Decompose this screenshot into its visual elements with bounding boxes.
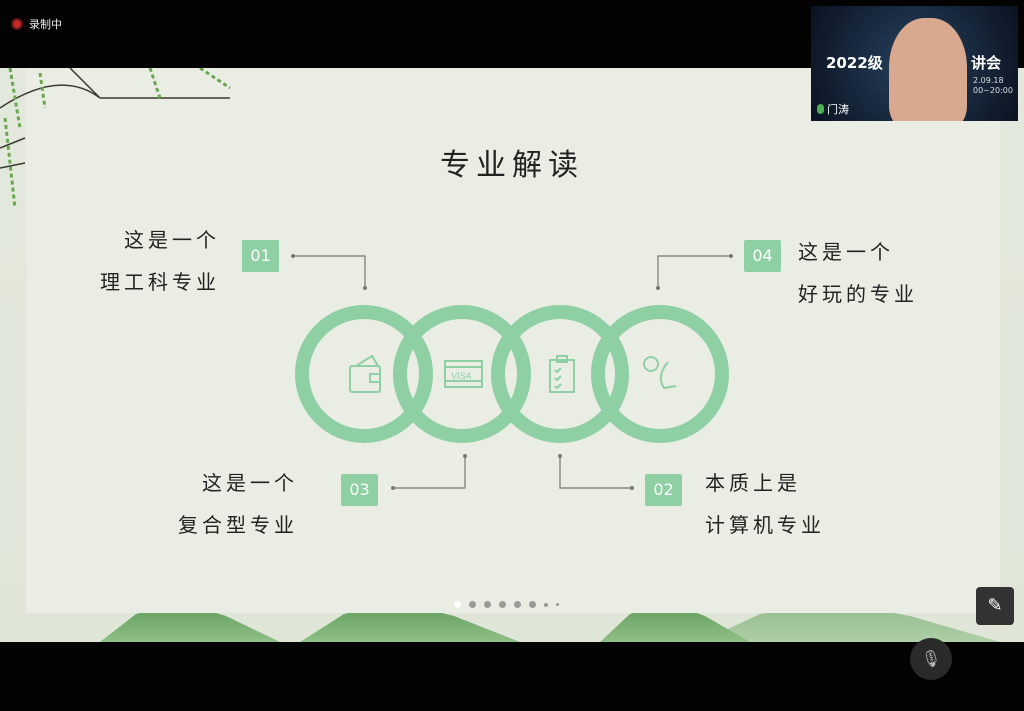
page-dot[interactable] xyxy=(454,601,461,608)
item-line: 计算机专业 xyxy=(705,513,825,537)
item-line: 本质上是 xyxy=(705,471,801,495)
item-number-04: 04 xyxy=(744,240,781,272)
date-text: 2.09.18 xyxy=(973,76,1004,85)
item-line: 好玩的专业 xyxy=(798,282,918,306)
wallet-icon xyxy=(349,354,381,393)
connector-03 xyxy=(393,456,466,489)
item-text-03: 这是一个复合型专业 xyxy=(178,462,298,546)
page-dot[interactable] xyxy=(469,601,476,608)
item-line: 这是一个 xyxy=(124,228,220,252)
page-dot[interactable] xyxy=(556,603,559,606)
connector-04 xyxy=(657,255,731,288)
item-text-04: 这是一个好玩的专业 xyxy=(798,231,918,315)
speaker-face xyxy=(889,18,967,121)
item-number-02: 02 xyxy=(645,474,682,506)
page-indicator[interactable] xyxy=(454,601,559,608)
page-dot[interactable] xyxy=(529,601,536,608)
connector-02 xyxy=(559,456,632,489)
page-dot[interactable] xyxy=(484,601,491,608)
video-banner-right: 讲会 xyxy=(971,54,1002,72)
item-line: 这是一个 xyxy=(798,240,894,264)
ring-1 xyxy=(295,305,433,443)
microphone-icon xyxy=(817,104,824,114)
record-icon xyxy=(11,18,23,30)
recording-indicator: 录制中 xyxy=(11,16,62,32)
time-text: 00~20:00 xyxy=(973,86,1013,95)
slide-title: 专业解读 xyxy=(440,148,584,183)
speaker-name: 门涛 xyxy=(827,103,849,116)
video-banner-left: 2022级 xyxy=(826,54,883,72)
page-dot[interactable] xyxy=(514,601,521,608)
connector-01 xyxy=(293,255,366,288)
phone-24-7-icon xyxy=(643,356,677,390)
item-number-01: 01 xyxy=(242,240,279,272)
page-dot[interactable] xyxy=(499,601,506,608)
item-line: 这是一个 xyxy=(202,471,298,495)
item-text-01: 这是一个理工科专业 xyxy=(100,219,220,303)
item-line: 复合型专业 xyxy=(178,513,298,537)
visa-card-icon: VISA xyxy=(444,360,483,388)
clipboard-icon xyxy=(549,355,575,393)
pencil-icon: ✎ xyxy=(987,595,1003,616)
ring-4 xyxy=(591,305,729,443)
microphone-muted-icon: 🎙 xyxy=(920,649,942,668)
svg-text:VISA: VISA xyxy=(451,371,472,381)
ring-3 xyxy=(491,305,629,443)
item-text-02: 本质上是计算机专业 xyxy=(705,462,825,546)
item-number-03: 03 xyxy=(341,474,378,506)
item-line: 理工科专业 xyxy=(100,270,220,294)
speaker-name-tag: 门涛 xyxy=(817,101,849,117)
mute-button[interactable]: 🎙 xyxy=(910,638,952,680)
recording-label: 录制中 xyxy=(29,18,62,31)
page-dot[interactable] xyxy=(544,602,548,607)
ring-2 xyxy=(393,305,531,443)
annotate-button[interactable]: ✎ xyxy=(976,587,1014,625)
willow-branch-decoration xyxy=(0,68,231,209)
